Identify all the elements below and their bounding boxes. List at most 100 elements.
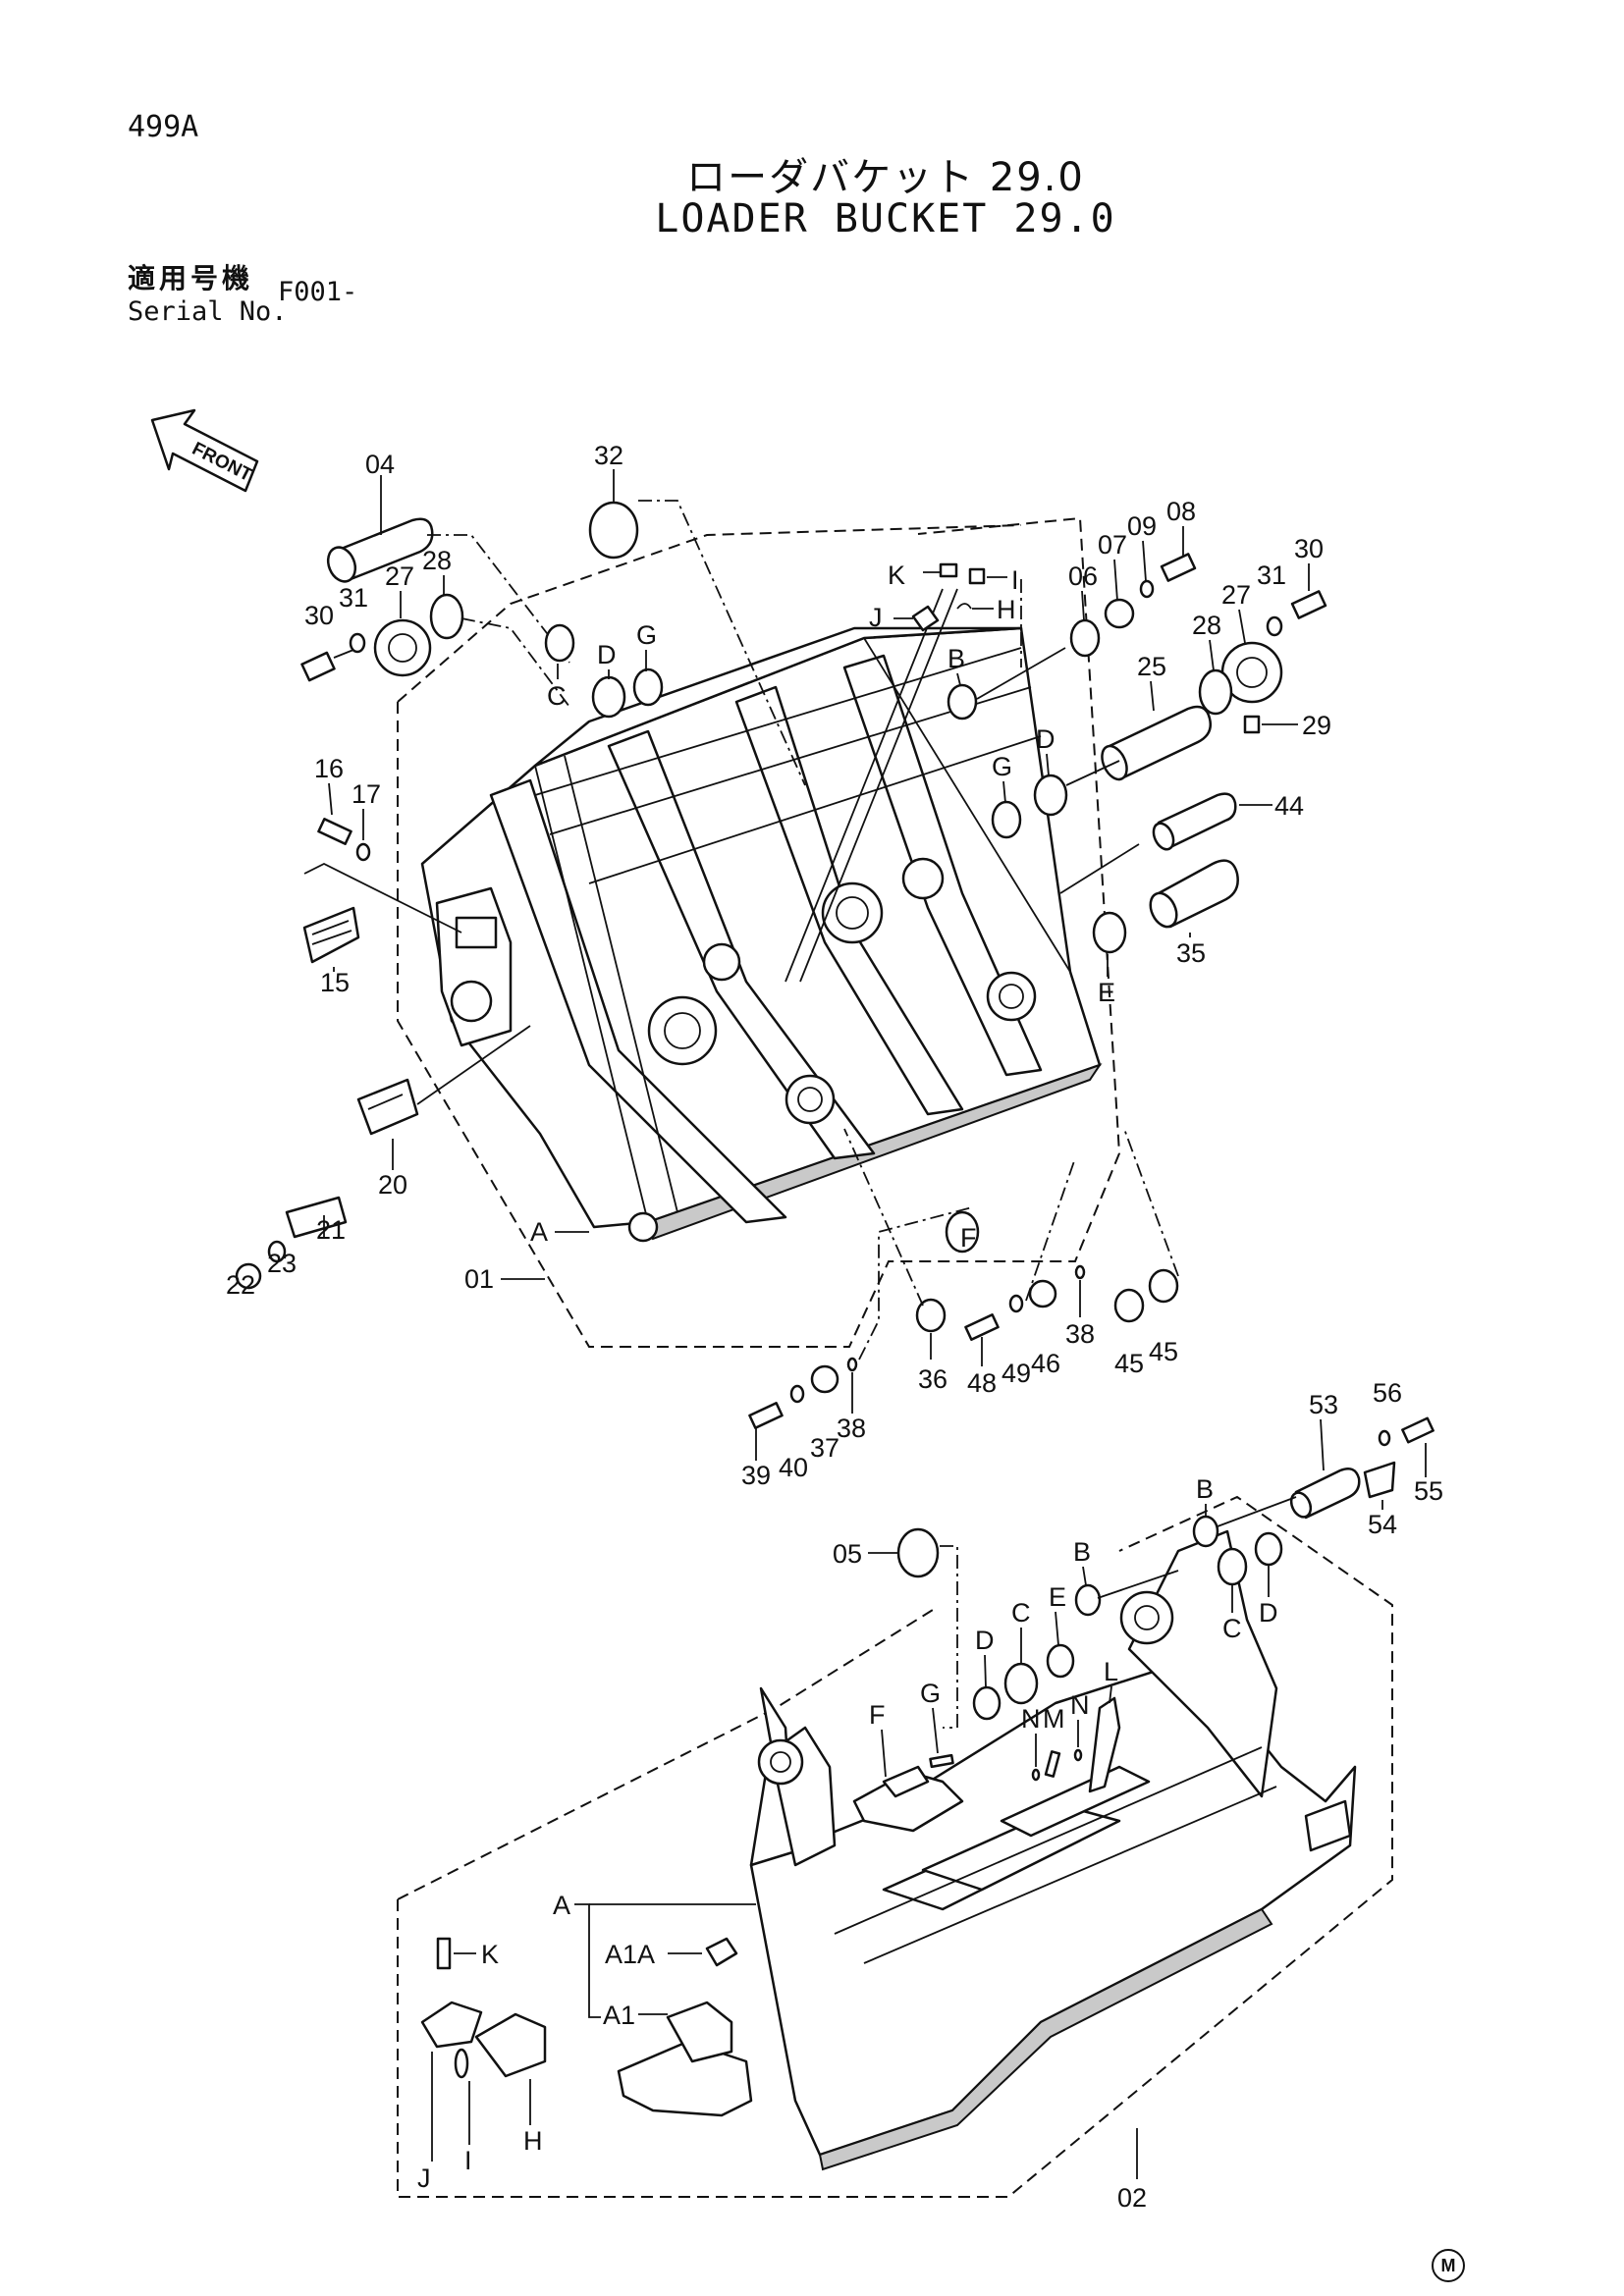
- callout-29: 29: [1302, 711, 1331, 740]
- serial-value: F001-: [278, 277, 358, 307]
- right-cap-group: 30 31 27 28 29: [1192, 534, 1331, 740]
- callout-06: 06: [1068, 561, 1098, 591]
- callout-32: 32: [594, 441, 623, 470]
- page-code: 499A: [128, 110, 199, 144]
- left-cap-group: 30 31 27 28: [300, 546, 570, 708]
- callout-B3: B: [1073, 1537, 1091, 1567]
- title-english: LOADER BUCKET 29.0: [655, 196, 1116, 241]
- callout-E1: E: [1098, 978, 1115, 1007]
- callout-E2: E: [1049, 1582, 1066, 1612]
- callout-02: 02: [1117, 2183, 1147, 2213]
- callout-01: 01: [464, 1264, 494, 1294]
- callout-49: 49: [1001, 1359, 1031, 1388]
- callout-A1b: A1: [603, 2001, 635, 2030]
- callout-J1: J: [869, 603, 883, 632]
- callout-40: 40: [779, 1453, 808, 1482]
- callout-48: 48: [967, 1368, 997, 1398]
- callout-28b: 28: [1192, 611, 1221, 640]
- callout-53: 53: [1309, 1390, 1338, 1419]
- callout-I1: I: [1011, 565, 1019, 595]
- callout-H2: H: [523, 2126, 543, 2156]
- callout-17: 17: [352, 779, 381, 809]
- callout-15: 15: [320, 968, 350, 997]
- callout-44: 44: [1274, 791, 1304, 821]
- callout-31b: 31: [1257, 561, 1286, 590]
- callout-M: M: [1043, 1704, 1065, 1734]
- callout-L: L: [1104, 1657, 1118, 1686]
- callout-N2: N: [1070, 1690, 1090, 1720]
- callout-30b: 30: [1294, 534, 1324, 563]
- callout-G1: G: [636, 620, 657, 650]
- callout-B2: B: [1196, 1474, 1214, 1504]
- part-35-pin: 35 E: [1059, 843, 1239, 1007]
- callout-36: 36: [918, 1364, 947, 1394]
- callout-D1: D: [597, 640, 617, 669]
- callout-D2: D: [1036, 724, 1056, 754]
- callout-16: 16: [314, 754, 344, 783]
- bushing-f-upper: F: [945, 1210, 980, 1254]
- callout-25: 25: [1137, 652, 1166, 681]
- tie-rod: [785, 588, 944, 983]
- callout-F2: F: [869, 1700, 886, 1730]
- callout-B1: B: [947, 644, 965, 673]
- callout-05: 05: [833, 1539, 862, 1569]
- part-32-plate: 32: [588, 441, 806, 786]
- bushing-group-cdg: C D G: [544, 620, 664, 719]
- callout-30a: 30: [304, 601, 334, 630]
- lower-bucket-parts: 53 56 55 54 B B C D E C D 05: [417, 1378, 1443, 2213]
- callout-37: 37: [810, 1433, 839, 1463]
- callout-54: 54: [1368, 1510, 1397, 1539]
- small-hardware-kijh: K I J H: [869, 561, 1022, 667]
- bushing-group-gd-right: G D: [991, 724, 1120, 839]
- callout-39: 39: [741, 1461, 771, 1490]
- callout-H1: H: [997, 595, 1016, 624]
- callout-G2: G: [992, 752, 1012, 781]
- callout-46: 46: [1031, 1349, 1060, 1378]
- callout-35: 35: [1176, 938, 1206, 968]
- callout-A1A: A1A: [605, 1940, 655, 1969]
- lower-hardware-row: 36 48 49 46 38 45 45: [843, 1128, 1179, 1398]
- callout-20: 20: [378, 1170, 407, 1200]
- callout-08: 08: [1166, 497, 1196, 526]
- callout-45b: 45: [1149, 1337, 1178, 1366]
- callout-27a: 27: [385, 561, 414, 591]
- right-upper-hardware: 06 07 09 08: [1068, 497, 1197, 658]
- footer-mark: M: [1432, 2249, 1465, 2282]
- callout-A2: A: [553, 1891, 570, 1920]
- callout-A1: A: [530, 1217, 548, 1247]
- callout-22: 22: [226, 1270, 255, 1300]
- callout-55: 55: [1414, 1476, 1443, 1506]
- callout-J2: J: [417, 2163, 431, 2193]
- callout-D4: D: [975, 1626, 995, 1655]
- lower-bucket-assembly-02: [397, 1495, 1393, 2198]
- serial-label-japanese: 適用号機: [128, 262, 254, 294]
- callout-27b: 27: [1221, 580, 1251, 610]
- callout-N1: N: [1021, 1704, 1041, 1734]
- callout-31a: 31: [339, 583, 368, 613]
- upper-assembly-01: [397, 516, 1121, 1348]
- mounting-bracket-group-15: 16 17 15: [302, 754, 462, 997]
- callout-38b: 38: [837, 1414, 866, 1443]
- front-direction-arrow: FRONT: [150, 408, 259, 493]
- bushing-b-upper: B: [947, 644, 1066, 721]
- serial-label-english: Serial No.: [128, 296, 288, 327]
- callout-09: 09: [1127, 511, 1157, 541]
- callout-07: 07: [1098, 530, 1127, 560]
- callout-C3: C: [1222, 1614, 1242, 1643]
- guard-plate-group-20: 20 21 22 23: [226, 1025, 531, 1300]
- callout-23: 23: [267, 1249, 297, 1278]
- title-japanese: ローダバケット 29.0: [686, 155, 1085, 200]
- callout-F1: F: [960, 1223, 977, 1253]
- callout-C1: C: [547, 681, 567, 711]
- part-44-pin: 44: [1152, 791, 1304, 851]
- callout-C2: C: [1011, 1598, 1031, 1628]
- callout-K1: K: [888, 561, 905, 590]
- callout-45a: 45: [1114, 1349, 1144, 1378]
- callout-K2: K: [481, 1940, 499, 1969]
- callout-56: 56: [1373, 1378, 1402, 1408]
- callout-38a: 38: [1065, 1319, 1095, 1349]
- callout-21: 21: [316, 1215, 346, 1245]
- callout-G3: G: [920, 1679, 941, 1708]
- callout-04: 04: [365, 450, 395, 479]
